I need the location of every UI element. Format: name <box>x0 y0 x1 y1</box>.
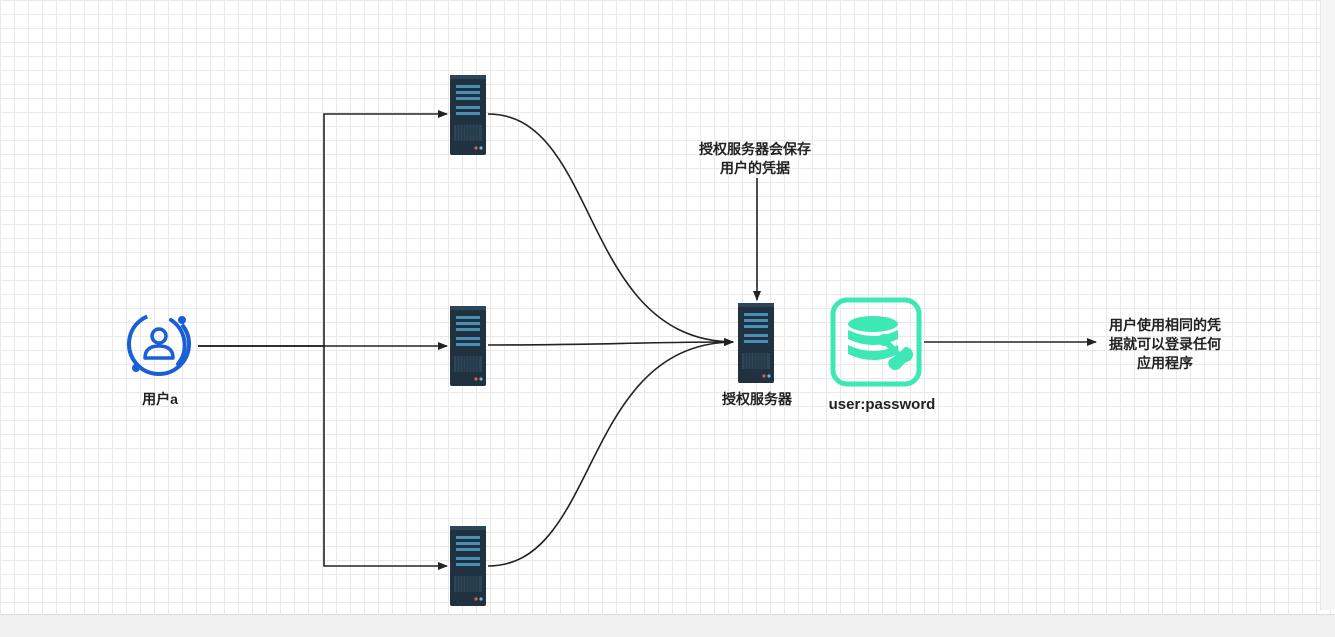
edges <box>198 110 1097 570</box>
note-reuse-credentials: 用户使用相同的凭 据就可以登录任何 应用程序 <box>1109 317 1221 371</box>
user-label: 用户a <box>142 391 178 407</box>
vertical-scrollbar[interactable] <box>1320 0 1335 610</box>
credential-db-label: user:password <box>828 396 936 413</box>
edge-server1-auth <box>487 113 734 346</box>
user-circle-icon[interactable] <box>117 302 202 387</box>
auth-server-label: 授权服务器 <box>722 391 792 407</box>
edge-user-server1 <box>198 110 448 347</box>
edge-server3-auth <box>487 338 734 567</box>
server-icon-2[interactable] <box>449 305 487 387</box>
database-wrench-icon[interactable] <box>830 297 922 387</box>
edge-user-server3 <box>198 345 448 570</box>
edge-server2-auth <box>487 338 734 347</box>
note-store-credentials: 授权服务器会保存 用户的凭据 <box>699 141 811 176</box>
auth-server-icon[interactable] <box>737 302 775 384</box>
server-icon-1[interactable] <box>449 74 487 156</box>
server-icon-3[interactable] <box>449 525 487 607</box>
horizontal-scrollbar[interactable] <box>0 614 1335 637</box>
